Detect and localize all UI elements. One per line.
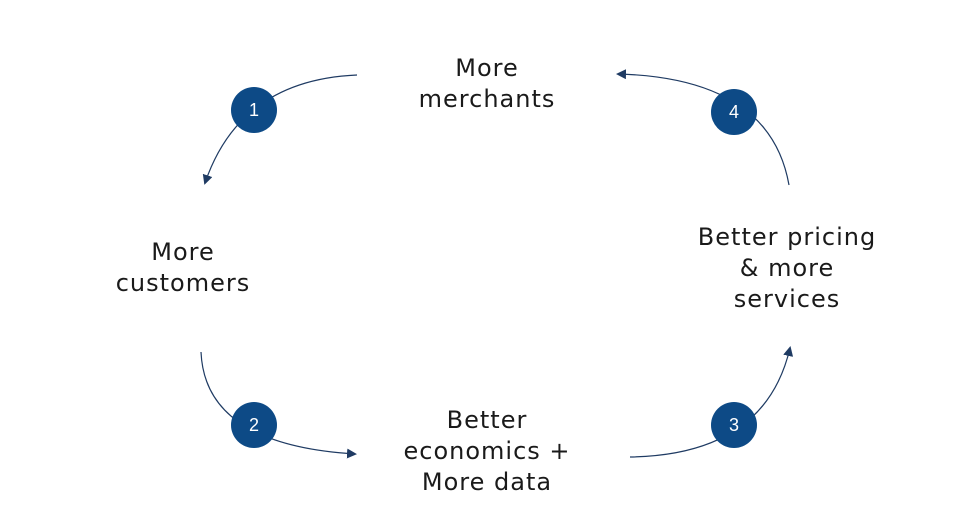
step-badge-4: 4 <box>711 89 757 135</box>
node-more-merchants: More merchants <box>419 53 556 115</box>
step-badge-3: 3 <box>711 402 757 448</box>
node-text-line: Better pricing <box>697 223 877 251</box>
node-better-pricing: Better pricing & more services <box>698 222 876 315</box>
node-text-line: & more <box>739 254 835 282</box>
step-badge-1: 1 <box>231 87 277 133</box>
arrow-step-2 <box>200 351 357 459</box>
node-text-line: economics + <box>403 437 571 465</box>
arrow-step-3 <box>629 346 794 458</box>
node-text-line: More data <box>421 468 553 496</box>
node-text-line: services <box>733 285 841 313</box>
node-text-line: customers <box>115 269 251 297</box>
arrow-step-1 <box>202 74 358 185</box>
arrow-step-4 <box>616 69 790 186</box>
node-text-line: Better <box>446 406 528 434</box>
node-better-economics: Better economics + More data <box>403 405 570 498</box>
node-text-line: More <box>151 238 215 266</box>
step-badge-2: 2 <box>231 402 277 448</box>
node-text-line: More <box>455 54 519 82</box>
node-more-customers: More customers <box>116 237 251 299</box>
node-text-line: merchants <box>418 85 556 113</box>
